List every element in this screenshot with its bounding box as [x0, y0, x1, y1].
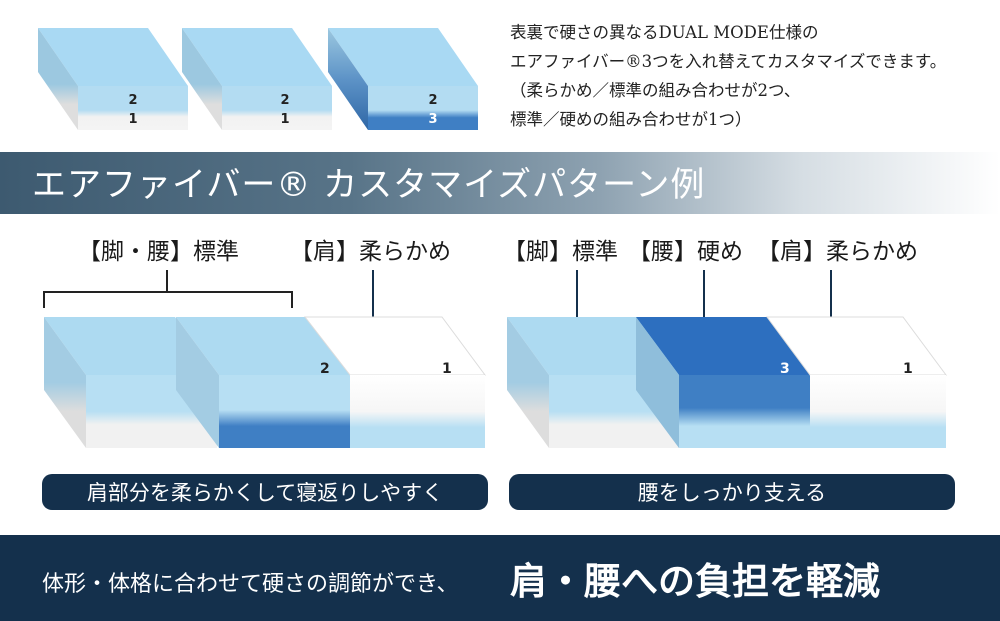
left-block-3-number: 1: [442, 361, 452, 377]
left-block-3: 1: [303, 316, 486, 448]
right-block-3-number: 1: [903, 361, 913, 377]
right-caption: 腰をしっかり支える: [509, 474, 955, 510]
intro-line-4: 標準／硬めの組み合わせが1つ）: [510, 110, 752, 129]
right-label-waist: 【腰】硬め: [628, 239, 743, 265]
top-block-1: 2 1: [38, 28, 188, 130]
intro-line-3: （柔らかめ／標準の組み合わせが2つ、: [510, 81, 801, 100]
footer-lead-text: 体形・体格に合わせて硬さの調節ができ、: [42, 572, 459, 597]
top-blocks-illustration: 2 1 2 1 2 3: [38, 28, 478, 130]
top-block-2-upper: 2: [280, 93, 289, 108]
pattern-illustration: 2 2 1 2 3 1: [43, 270, 947, 448]
right-block-2: 3: [636, 317, 810, 448]
section-banner: [0, 152, 1000, 214]
left-label-legs-waist: 【脚・腰】標準: [78, 239, 239, 265]
left-block-2: 2: [176, 317, 350, 448]
top-block-2-lower: 1: [280, 112, 289, 127]
top-block-3-lower: 3: [428, 112, 437, 127]
top-block-1-upper: 2: [128, 93, 137, 108]
footer-headline: 肩・腰への負担を軽減: [510, 559, 880, 603]
intro-line-1: 表裏で硬さの異なるDUAL MODE仕様の: [510, 23, 819, 42]
top-block-3: 2 3: [328, 28, 478, 130]
left-label-shoulder: 【肩】柔らかめ: [290, 239, 451, 265]
top-block-2: 2 1: [182, 28, 332, 130]
footer-band: [0, 535, 1000, 621]
left-block-2-number: 2: [320, 361, 330, 377]
left-caption: 肩部分を柔らかくして寝返りしやすく: [42, 474, 488, 510]
banner-title: エアファイバー® カスタマイズパターン例: [32, 165, 706, 205]
top-block-1-lower: 1: [128, 112, 137, 127]
right-label-legs: 【脚】標準: [503, 239, 618, 265]
right-block-3: 1: [766, 316, 947, 448]
intro-text: 表裏で硬さの異なるDUAL MODE仕様の エアファイバー®3つを入れ替えてカス…: [510, 18, 990, 134]
right-block-2-number: 3: [780, 361, 790, 377]
top-block-3-upper: 2: [428, 93, 437, 108]
intro-line-2: エアファイバー®3つを入れ替えてカスタマイズできます。: [510, 52, 947, 71]
right-label-shoulder: 【肩】柔らかめ: [757, 239, 918, 265]
left-bracket: [43, 291, 293, 308]
